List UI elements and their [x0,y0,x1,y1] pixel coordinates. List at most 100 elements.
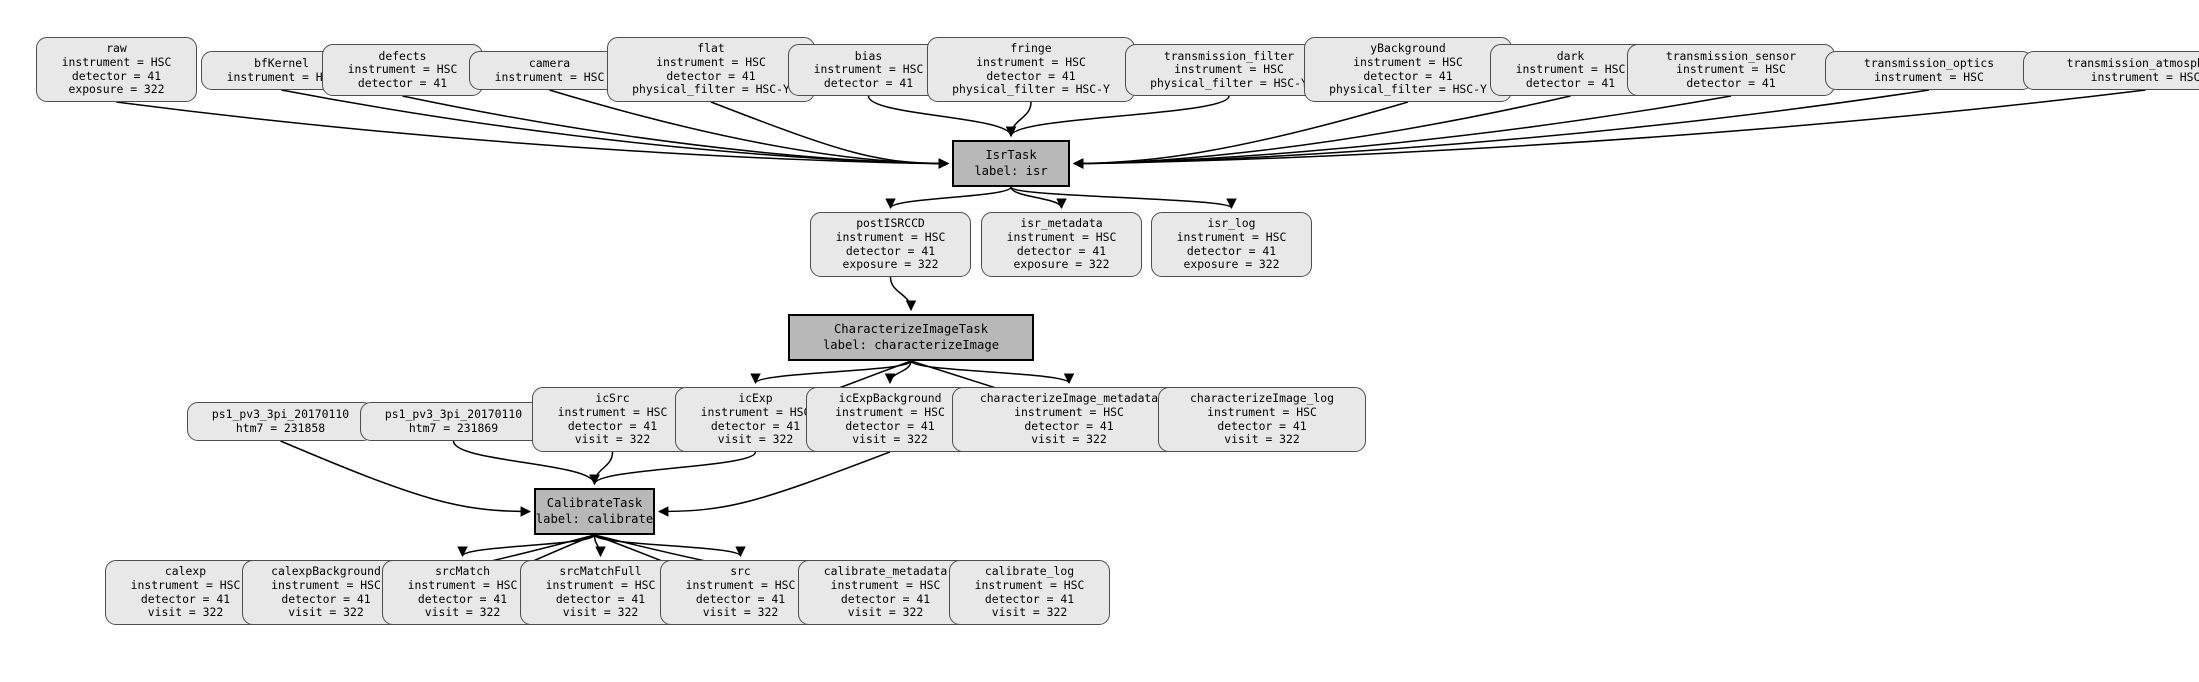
node-attribute-line: htm7 = 231869 [408,420,499,435]
node-title: defects [378,48,427,63]
node-attribute-line: instrument = HSC [494,69,605,84]
node-attribute-line: visit = 322 [424,605,501,620]
node-title: IsrTask [985,148,1037,163]
node-attribute-line: detector = 41 [840,591,931,606]
node-title: ps1_pv3_3pi_20170110 [384,406,523,421]
node-title: icSrc [595,391,630,406]
node-attribute-line: exposure = 322 [1013,257,1110,272]
node-attribute-line: detector = 41 [845,418,935,433]
edge-CharacterizeImageTask-to-characterizeImage_metadata [910,360,1075,385]
node-attribute-line: instrument = HSC [1353,54,1463,69]
node-title: src [730,564,751,579]
edge-CalibrateTask-to-srcMatchFull [593,534,606,558]
edge-yBackground-to-IsrTask [1072,101,1409,169]
node-attribute-line: detector = 41 [567,418,658,433]
node-title: ps1_pv3_3pi_20170110 [211,406,350,421]
node-attribute-line: detector = 41 [357,75,448,90]
node-attribute-line: detector = 41 [1186,243,1277,258]
node-title: CharacterizeImageTask [833,322,989,337]
node-attribute-line: visit = 322 [717,432,794,447]
node-attribute-line: detector = 41 [1024,418,1114,433]
node-attribute-line: detector = 41 [695,591,786,606]
node-attribute-line: physical_filter = HSC-Y [632,82,790,97]
edge-transmission_sensor-to-IsrTask [1072,95,1732,169]
node-title: flat [697,41,725,56]
node-title: transmission_filter [1163,48,1295,63]
node-title: transmission_optics [1863,55,1995,70]
dataset-node-transmission_atmosphere[interactable]: transmission_atmosphereinstrument = HSC [2023,51,2199,90]
node-attribute-line: instrument = HSC [976,54,1086,69]
node-attribute-line: instrument = HSC [557,404,668,419]
node-attribute-line: instrument = HSC [974,577,1085,592]
node-attribute-line: visit = 322 [1224,432,1300,447]
edge-CalibrateTask-to-src [593,534,746,558]
node-attribute-line: detector = 41 [845,243,936,258]
node-title: yBackground [1370,41,1446,56]
edge-fringe-to-IsrTask [1005,101,1032,138]
node-attribute-line: instrument = HSC [1515,62,1626,77]
edge-dark-to-IsrTask [1072,95,1571,169]
node-attribute-line: detector = 41 [984,591,1075,606]
edge-IsrTask-to-isr_log [1010,186,1237,210]
edge-CharacterizeImageTask-to-icExp [750,360,912,385]
node-attribute-line: instrument = HSC [407,577,518,592]
node-attribute-line: label: calibrate [535,511,654,526]
edge-postISRCCD-to-CharacterizeImageTask [889,276,917,312]
node-attribute-line: detector = 41 [1363,68,1453,83]
node-title: transmission_sensor [1665,48,1797,63]
edge-bias-to-IsrTask [867,95,1017,138]
node-attribute-line: instrument = HSC [1176,229,1287,244]
node-title: calibrate_log [984,564,1075,579]
node-attribute-line: detector = 41 [823,75,914,90]
node-attribute-line: instrument = HSC [61,54,172,69]
edge-icSrc-to-CalibrateTask [589,451,614,486]
node-attribute-line: htm7 = 231858 [235,420,326,435]
node-attribute-line: instrument = HSC [1006,229,1117,244]
node-attribute-line: visit = 322 [147,605,224,620]
node-attribute-line: instrument = HSC [830,577,941,592]
node-attribute-line: instrument = HSC [1207,404,1317,419]
edge-raw-to-IsrTask [116,101,950,169]
node-title: srcMatch [435,564,490,579]
node-attribute-line: visit = 322 [288,605,364,620]
node-title: transmission_atmosphere [2066,55,2199,70]
node-attribute-line: visit = 322 [562,605,639,620]
node-title: isr_metadata [1020,216,1103,231]
edge-CalibrateTask-to-srcMatch [457,534,596,558]
node-attribute-line: detector = 41 [140,591,231,606]
node-attribute-line: physical_filter = HSC-Y [1329,82,1487,97]
edge-IsrTask-to-postISRCCD [885,186,1012,210]
edge-icExpBackground-to-CalibrateTask [657,451,891,517]
node-attribute-line: physical_filter = HSC-Y [1150,75,1308,90]
